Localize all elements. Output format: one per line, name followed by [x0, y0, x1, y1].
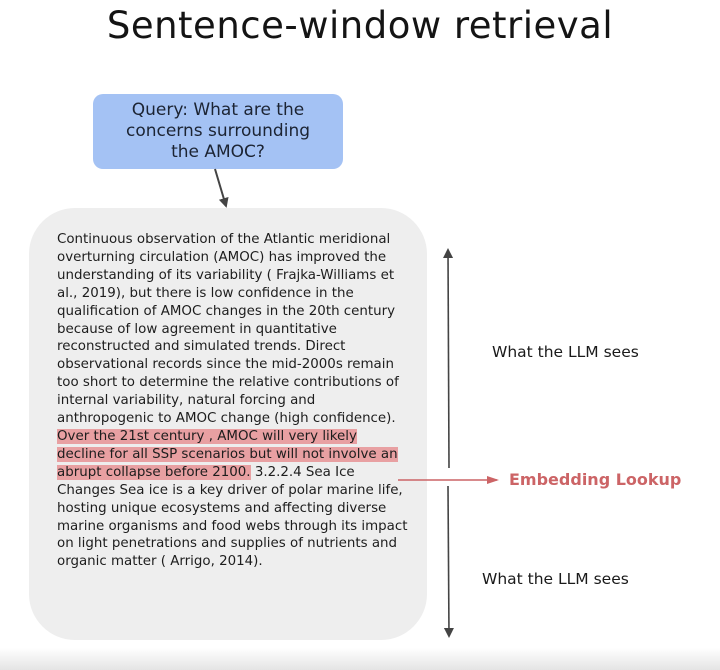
upper-window-arrow-icon: [443, 248, 454, 469]
query-box: Query: What are the concerns surrounding…: [93, 94, 343, 169]
page-title: Sentence-window retrieval: [106, 4, 614, 47]
context-before: Continuous observation of the Atlantic m…: [57, 232, 399, 427]
context-after: 3.2.2.4 Sea Ice Changes Sea ice is a key…: [57, 464, 408, 570]
embedding-lookup-label: Embedding Lookup: [509, 470, 682, 489]
query-text: Query: What are the concerns surrounding…: [125, 100, 311, 162]
lower-window-arrow-icon: [443, 485, 454, 638]
bottom-shadow: [0, 648, 720, 670]
document-box: [29, 208, 427, 640]
highlighted-sentence: Over the 21st century , AMOC will very l…: [57, 428, 398, 480]
document-text: Continuous observation of the Atlantic m…: [57, 231, 409, 571]
lower-llm-label: What the LLM sees: [482, 570, 629, 588]
query-arrow-icon: [214, 168, 229, 208]
upper-llm-label: What the LLM sees: [492, 343, 639, 361]
